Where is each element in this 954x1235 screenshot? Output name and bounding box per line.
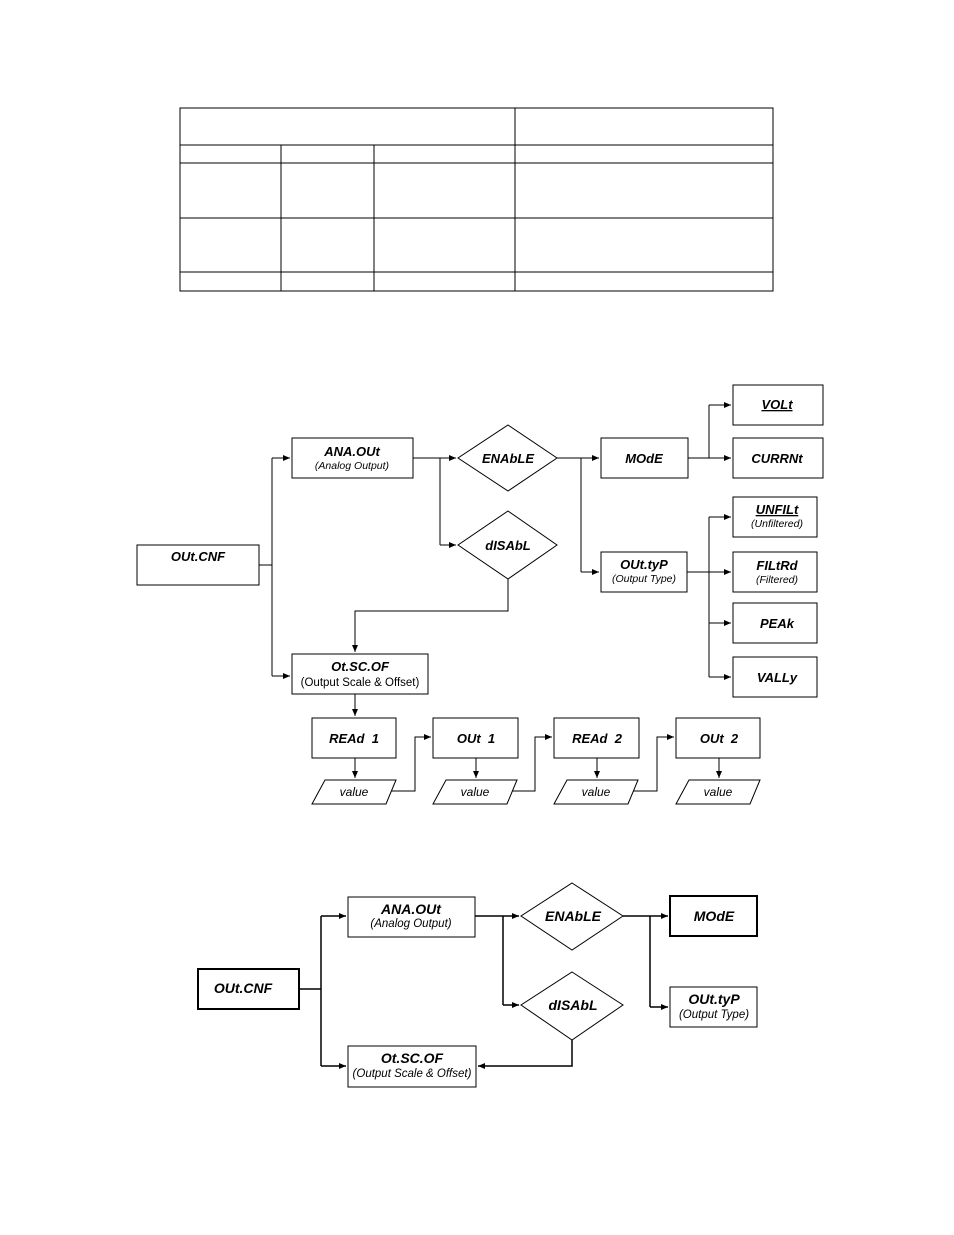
- bottom-mode-box: MOdE: [669, 895, 758, 937]
- top-peak-label: PEAk: [760, 616, 795, 631]
- top-read2-box: REAd 2: [553, 717, 640, 759]
- top-currnt-label: CURRNt: [751, 451, 803, 466]
- top-ot-sc-of-box: Ot.SC.OF (Output Scale & Offset): [291, 653, 429, 695]
- top-connectors: [259, 402, 731, 792]
- top-value-1: value: [311, 779, 397, 805]
- top-out1-box: OUt 1: [432, 717, 519, 759]
- diagram-top: OUt.CNF ANA.OUt (Analog Output) ENAbLE d…: [136, 384, 824, 805]
- top-unfilt-subtitle: (Unfiltered): [751, 518, 803, 530]
- top-out-cnf-label: OUt.CNF: [171, 549, 226, 564]
- bottom-mode-label: MOdE: [694, 908, 735, 924]
- bottom-ana-out-box: ANA.OUt (Analog Output): [347, 896, 476, 938]
- top-disable-diamond: dISAbL: [457, 510, 558, 580]
- top-peak-box: PEAk: [732, 602, 818, 644]
- bottom-disable-diamond: dISAbL: [520, 971, 624, 1041]
- top-out-typ-subtitle: (Output Type): [612, 573, 676, 585]
- top-enable-diamond: ENAbLE: [457, 424, 558, 492]
- bottom-ot-sc-of-box: Ot.SC.OF (Output Scale & Offset): [347, 1045, 477, 1088]
- top-vally-label: VALLy: [757, 670, 798, 685]
- bottom-disable-label: dISAbL: [549, 997, 598, 1013]
- top-volt-box: VOLt: [732, 384, 824, 426]
- top-vally-box: VALLy: [732, 656, 818, 698]
- top-out2-label: OUt 2: [700, 731, 739, 746]
- empty-table: [179, 107, 774, 292]
- bottom-connectors: [299, 913, 668, 1069]
- top-value-3: value: [553, 779, 639, 805]
- top-out-typ-title: OUt.tyP: [620, 557, 668, 572]
- top-unfilt-box: UNFILt (Unfiltered): [732, 496, 818, 538]
- top-value-2: value: [432, 779, 518, 805]
- top-value-4-label: value: [704, 785, 733, 799]
- bottom-out-cnf-box: OUt.CNF: [197, 968, 300, 1010]
- top-enable-label: ENAbLE: [482, 451, 534, 466]
- top-read1-box: REAd 1: [311, 717, 397, 759]
- bottom-out-typ-subtitle: (Output Type): [679, 1009, 749, 1021]
- bottom-out-cnf-label: OUt.CNF: [214, 980, 273, 996]
- top-ana-out-box: ANA.OUt (Analog Output): [291, 437, 414, 479]
- top-filtrd-subtitle: (Filtered): [756, 574, 798, 586]
- top-filtrd-box: FILtRd (Filtered): [732, 551, 818, 593]
- top-ot-sc-of-subtitle: (Output Scale & Offset): [301, 677, 420, 689]
- bottom-enable-diamond: ENAbLE: [520, 882, 624, 951]
- top-value-3-label: value: [582, 785, 611, 799]
- bottom-ot-sc-of-title: Ot.SC.OF: [381, 1050, 444, 1066]
- top-unfilt-title: UNFILt: [756, 502, 799, 517]
- top-ana-out-title: ANA.OUt: [323, 444, 380, 459]
- top-disable-label: dISAbL: [485, 538, 531, 553]
- top-mode-label: MOdE: [625, 451, 663, 466]
- bottom-enable-label: ENAbLE: [545, 908, 602, 924]
- bottom-ana-out-title: ANA.OUt: [380, 901, 442, 917]
- top-out-cnf-box: OUt.CNF: [136, 544, 260, 586]
- top-currnt-box: CURRNt: [732, 437, 824, 479]
- top-value-1-label: value: [340, 785, 369, 799]
- top-out2-box: OUt 2: [675, 717, 761, 759]
- bottom-out-typ-title: OUt.tyP: [688, 991, 740, 1007]
- top-read1-label: REAd 1: [329, 731, 379, 746]
- top-mode-box: MOdE: [600, 437, 689, 479]
- bottom-ana-out-subtitle: (Analog Output): [370, 918, 451, 930]
- top-out-typ-box: OUt.tyP (Output Type): [600, 551, 688, 593]
- top-ana-out-subtitle: (Analog Output): [315, 460, 389, 472]
- bottom-out-typ-box: OUt.tyP (Output Type): [669, 986, 758, 1028]
- top-out1-label: OUt 1: [457, 731, 495, 746]
- top-read2-label: REAd 2: [572, 731, 623, 746]
- top-volt-label: VOLt: [761, 397, 793, 412]
- diagram-bottom: OUt.CNF ANA.OUt (Analog Output) ENAbLE d…: [197, 882, 758, 1088]
- bottom-ot-sc-of-subtitle: (Output Scale & Offset): [353, 1068, 472, 1080]
- top-value-4: value: [675, 779, 761, 805]
- top-ot-sc-of-title: Ot.SC.OF: [331, 659, 390, 674]
- top-value-2-label: value: [461, 785, 490, 799]
- top-filtrd-title: FILtRd: [756, 558, 798, 573]
